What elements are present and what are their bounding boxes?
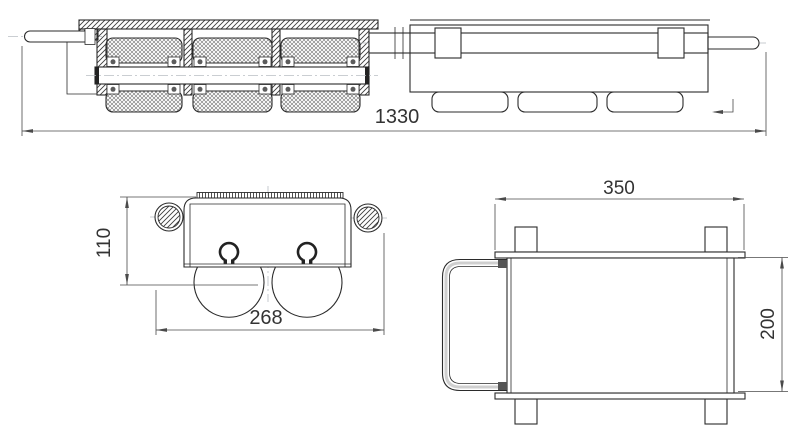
corner-tab [514, 398, 538, 425]
divider-wall [183, 28, 193, 96]
circlip [296, 241, 318, 262]
roller-upper [105, 37, 183, 64]
tow-bar-right [707, 36, 760, 50]
bracket-outline [66, 42, 97, 95]
roller-lower [192, 90, 273, 113]
side-view [360, 19, 768, 114]
bar-block [657, 27, 685, 59]
dim-plan-length: 350 [494, 178, 745, 250]
handle-tube-fill [444, 261, 507, 389]
circlip-lug [309, 259, 313, 264]
bar-boss-right-hatch [356, 206, 380, 230]
body-side [409, 24, 709, 93]
circlip-lug [301, 259, 305, 264]
circlip-lug [223, 259, 227, 264]
roller-lower [280, 90, 361, 113]
corner-tab [514, 226, 538, 253]
dim-text-110: 110 [94, 228, 115, 258]
dim-text-1330: 1330 [375, 106, 420, 128]
corner-mark-arrow [712, 110, 723, 114]
right-wall-section [358, 28, 370, 96]
corner-tab [704, 398, 728, 425]
dim-plan-width: 200 [738, 257, 788, 392]
divider-wall [271, 28, 281, 96]
circlip [218, 241, 240, 262]
bottom-plate-plan [494, 392, 746, 400]
bar-block [434, 27, 462, 59]
roller-arc [271, 266, 343, 318]
roller-upper [280, 37, 361, 64]
dim-end-height: 110 [94, 196, 258, 286]
bearings [106, 56, 360, 95]
body-end [183, 197, 352, 268]
shaft-end-cap [365, 67, 369, 84]
connecting-bar [368, 32, 709, 54]
dim-text-268: 268 [249, 307, 282, 329]
roller-side [517, 91, 598, 113]
corner-mark [714, 99, 734, 113]
handle-inner [449, 266, 507, 384]
roller-side [606, 91, 684, 113]
roller-side [431, 91, 509, 113]
dim-overall-length: 1330 [21, 46, 767, 136]
tow-bar-socket [84, 28, 96, 45]
body-plan [506, 257, 735, 394]
section-view [8, 19, 379, 113]
handle-outer [441, 258, 507, 392]
handle-mount [498, 382, 507, 390]
bar-boss-left-hatch [157, 205, 181, 229]
top-plate-plan [494, 251, 746, 259]
roller-upper [192, 37, 273, 64]
handle-mount [498, 260, 507, 268]
circlip-lug [231, 259, 235, 264]
body-end-inner [189, 203, 346, 267]
dim-end-width: 268 [155, 233, 385, 335]
dim-text-350: 350 [603, 178, 635, 199]
left-wall-section [96, 28, 108, 96]
roller-lower [105, 90, 183, 113]
plan-view [441, 226, 746, 425]
tow-bar-left [24, 30, 94, 43]
knurled-top-band [196, 192, 344, 199]
roller-arc [193, 266, 265, 318]
end-view [150, 186, 387, 318]
shaft-end-cap [95, 67, 99, 84]
corner-tab [704, 226, 728, 253]
dim-text-200: 200 [758, 308, 779, 340]
top-plate-section [78, 19, 379, 30]
